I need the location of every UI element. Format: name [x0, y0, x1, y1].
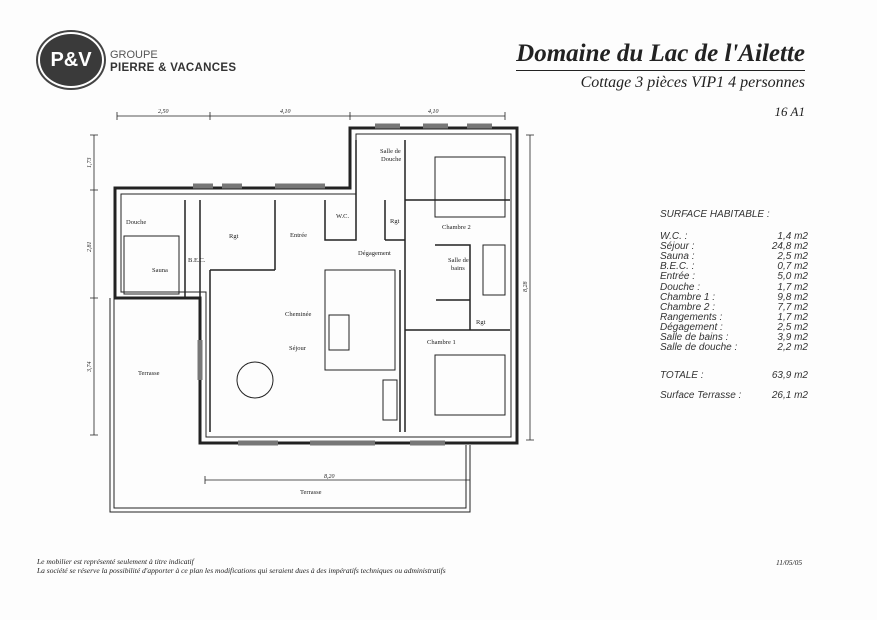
- room-name: Sauna :: [660, 251, 695, 263]
- label-entree: Entrée: [290, 232, 307, 239]
- label-bec: B.E.C.: [188, 257, 206, 264]
- room-name: Salle de bains :: [660, 332, 729, 344]
- surface-row: B.E.C. : 0,7 m2: [660, 262, 808, 272]
- room-name: Douche :: [660, 281, 701, 293]
- room-area: 0,7 m2: [777, 261, 808, 273]
- room-name: Entrée :: [660, 271, 696, 283]
- dim-left-1: 1,73: [87, 158, 93, 169]
- surface-row: Rangements : 1,7 m2: [660, 311, 808, 323]
- surface-row: Salle de bains : 3,9 m2: [660, 332, 808, 344]
- dim-left-2: 2,81: [87, 242, 93, 253]
- surface-row: Chambre 1 : 9,8 m2: [660, 291, 808, 303]
- room-area: 2,2 m2: [777, 342, 808, 354]
- room-area: 1,7 m2: [777, 281, 808, 293]
- label-douche: Douche: [126, 219, 146, 226]
- surface-heading: SURFACE HABITABLE :: [660, 209, 770, 220]
- room-name: Salle de douche :: [660, 342, 738, 354]
- label-degagement: Dégagement: [358, 250, 391, 257]
- total-label: TOTALE :: [660, 370, 704, 382]
- dim-top-2: 4,10: [280, 108, 291, 115]
- room-name: Dégagement :: [660, 321, 723, 333]
- disclaimer-line: Le mobilier est représenté seulement à t…: [37, 557, 194, 566]
- surface-row: Séjour : 24,8 m2: [660, 242, 808, 252]
- label-rgt: Rgt: [476, 319, 486, 326]
- logo: P&V GROUPE PIERRE & VACANCES: [40, 34, 240, 90]
- logo-mark: P&V: [40, 34, 102, 86]
- terrace-value: 26,1 m2: [771, 390, 808, 402]
- terrace-label: Surface Terrasse :: [660, 390, 742, 402]
- dimension-labels: 2,50 4,10 4,10 1,73 2,81 3,74 8,28 8,20: [86, 108, 529, 480]
- label-terrasse: Terrasse: [300, 489, 322, 496]
- surface-rows: W.C. : 1,4 m2 Séjour : 24,8 m2 Sauna : 2,5 m2…: [660, 231, 808, 353]
- label-rgt: Rgt: [229, 233, 239, 240]
- surface-row: W.C. : 1,4 m2: [660, 231, 808, 243]
- label-sejour: Séjour: [289, 345, 307, 352]
- room-name: Chambre 1 :: [660, 291, 716, 303]
- surface-row: Salle de douche : 2,2 m2: [660, 343, 808, 353]
- label-cheminee: Cheminée: [285, 311, 311, 318]
- room-area: 5,0 m2: [777, 271, 808, 283]
- surface-total: TOTALE : 63,9 m2: [660, 371, 808, 381]
- page-subtitle: Cottage 3 pièces VIP1 4 personnes: [580, 74, 805, 91]
- surface-terrace: Surface Terrasse : 26,1 m2: [660, 391, 808, 401]
- surface-row: Dégagement : 2,5 m2: [660, 321, 808, 333]
- room-area: 24,8 m2: [771, 241, 808, 253]
- dim-left-3: 3,74: [86, 362, 93, 374]
- label-chambre-1: Chambre 1: [427, 339, 456, 346]
- room-area: 7,7 m2: [777, 301, 808, 313]
- disclaimer-line: La société se réserve la possibilité d'a…: [37, 566, 446, 575]
- room-name: B.E.C. :: [660, 261, 695, 273]
- room-name: W.C. :: [660, 231, 688, 243]
- label-salle-douche-2: Douche: [381, 156, 401, 163]
- label-terrasse: Terrasse: [138, 370, 160, 377]
- room-name: Séjour :: [660, 241, 695, 253]
- label-salle-bains-2: bains: [451, 265, 465, 272]
- page-title: Domaine du Lac de l'Ailette: [516, 40, 805, 71]
- room-area: 1,4 m2: [777, 231, 808, 243]
- label-sauna: Sauna: [152, 267, 168, 274]
- surface-row: Sauna : 2,5 m2: [660, 252, 808, 262]
- dim-top-1: 2,50: [158, 109, 169, 115]
- room-area: 1,7 m2: [777, 311, 808, 323]
- label-rgt: Rgt: [390, 218, 400, 225]
- surface-row: Entrée : 5,0 m2: [660, 272, 808, 282]
- dim-top-3: 4,10: [428, 108, 439, 115]
- label-salle-bains: Salle de: [448, 257, 469, 264]
- dim-bottom: 8,20: [324, 474, 335, 480]
- label-chambre-2: Chambre 2: [442, 224, 471, 231]
- total-value: 63,9 m2: [771, 370, 808, 382]
- room-area: 2,5 m2: [777, 251, 808, 263]
- room-name: Rangements :: [660, 311, 723, 323]
- room-name: Chambre 2 :: [660, 301, 716, 313]
- plan-reference: 16 A1: [774, 104, 805, 119]
- walls: [90, 112, 534, 513]
- room-labels: Salle de Douche W.C. Rgt Chambre 2 Douch…: [126, 148, 486, 496]
- surface-row: Douche : 1,7 m2: [660, 281, 808, 293]
- room-area: 9,8 m2: [777, 291, 808, 303]
- plan-date: 11/05/05: [776, 558, 803, 567]
- label-salle-douche: Salle de: [380, 148, 401, 155]
- room-area: 3,9 m2: [777, 332, 808, 344]
- dim-right: 8,28: [523, 282, 529, 293]
- logo-line1: GROUPE: [110, 49, 158, 61]
- disclaimer: Le mobilier est représenté seulement à t…: [37, 557, 446, 575]
- surface-row: Chambre 2 : 7,7 m2: [660, 301, 808, 313]
- label-wc: W.C.: [336, 213, 349, 220]
- room-area: 2,5 m2: [777, 321, 808, 333]
- logo-line2: PIERRE & VACANCES: [110, 62, 237, 74]
